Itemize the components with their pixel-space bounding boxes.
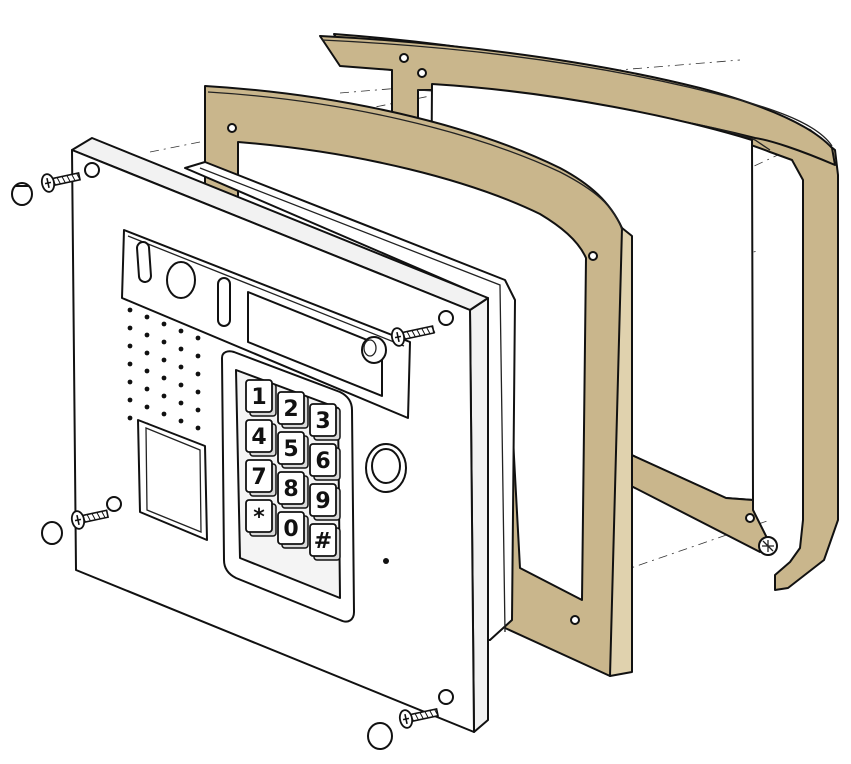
speaker-hole <box>178 328 184 334</box>
keypad-key: 2 <box>277 391 309 429</box>
speaker-hole <box>127 361 133 367</box>
speaker-hole <box>127 415 133 421</box>
panel-hole-bl <box>106 496 122 512</box>
speaker-hole <box>178 400 184 406</box>
panel-hole-tr <box>438 310 454 326</box>
speaker-hole <box>144 386 150 392</box>
keypad-key: # <box>309 523 341 561</box>
keypad-key: 1 <box>245 379 277 417</box>
screw <box>390 325 436 347</box>
speaker-hole <box>161 357 167 363</box>
keypad-key-label: 6 <box>315 449 330 474</box>
lcd-window <box>247 291 383 397</box>
camera-slot <box>136 241 152 283</box>
speaker-hole <box>127 325 133 331</box>
speaker-hole <box>178 364 184 370</box>
keypad-key-label: 2 <box>283 397 298 422</box>
cap-bl <box>41 521 63 545</box>
speaker-hole <box>144 350 150 356</box>
speaker-hole <box>195 335 201 341</box>
call-button <box>365 443 407 493</box>
screw-caps <box>11 182 393 750</box>
speaker-hole <box>127 397 133 403</box>
led-slot <box>217 277 231 327</box>
keypad-key: 8 <box>277 471 309 509</box>
keypad-key: 9 <box>309 483 341 521</box>
screw <box>398 707 439 729</box>
speaker-hole <box>127 379 133 385</box>
cap-br <box>367 722 393 750</box>
panel-hole-tl <box>84 162 100 178</box>
speaker-hole <box>195 407 201 413</box>
speaker-hole <box>195 353 201 359</box>
mounting-screws <box>40 171 439 729</box>
keypad-key: 6 <box>309 443 341 481</box>
keypad-key: 7 <box>245 459 277 497</box>
keypad-key-label: * <box>253 505 265 530</box>
microphone-icon <box>383 558 389 564</box>
speaker-hole <box>161 411 167 417</box>
speaker-hole <box>144 368 150 374</box>
keypad-key-label: 4 <box>251 425 266 450</box>
keypad-key-label: 9 <box>315 489 330 514</box>
cap-tl <box>11 182 33 206</box>
keypad-key: 4 <box>245 419 277 457</box>
speaker-hole <box>127 307 133 313</box>
keypad-key-label: 8 <box>283 477 298 502</box>
speaker-hole <box>144 314 150 320</box>
keypad-key: * <box>245 499 277 537</box>
speaker-hole <box>195 425 201 431</box>
screw <box>70 509 110 530</box>
speaker-hole <box>161 375 167 381</box>
keypad-key: 3 <box>309 403 341 441</box>
speaker-hole <box>178 346 184 352</box>
keypad-key: 5 <box>277 431 309 469</box>
keypad-key-label: 0 <box>283 517 298 542</box>
keypad-key-label: 5 <box>283 437 298 462</box>
speaker-hole <box>127 343 133 349</box>
speaker-hole <box>144 404 150 410</box>
speaker-hole <box>144 332 150 338</box>
camera-lens-icon <box>166 261 196 299</box>
cap-tr <box>361 336 387 364</box>
card-reader-window <box>137 419 208 541</box>
keypad-key-label: 1 <box>251 385 266 410</box>
speaker-hole <box>178 418 184 424</box>
speaker-hole <box>178 382 184 388</box>
keypad-key: 0 <box>277 511 309 549</box>
speaker-hole <box>161 339 167 345</box>
speaker-hole <box>195 371 201 377</box>
keypad-key-label: 3 <box>315 409 330 434</box>
screw <box>40 171 81 193</box>
keypad-key-label: # <box>314 529 332 554</box>
speaker-hole <box>161 321 167 327</box>
panel-hole-br <box>438 689 454 705</box>
keypad-key-label: 7 <box>251 465 266 490</box>
speaker-hole <box>195 389 201 395</box>
speaker-hole <box>161 393 167 399</box>
